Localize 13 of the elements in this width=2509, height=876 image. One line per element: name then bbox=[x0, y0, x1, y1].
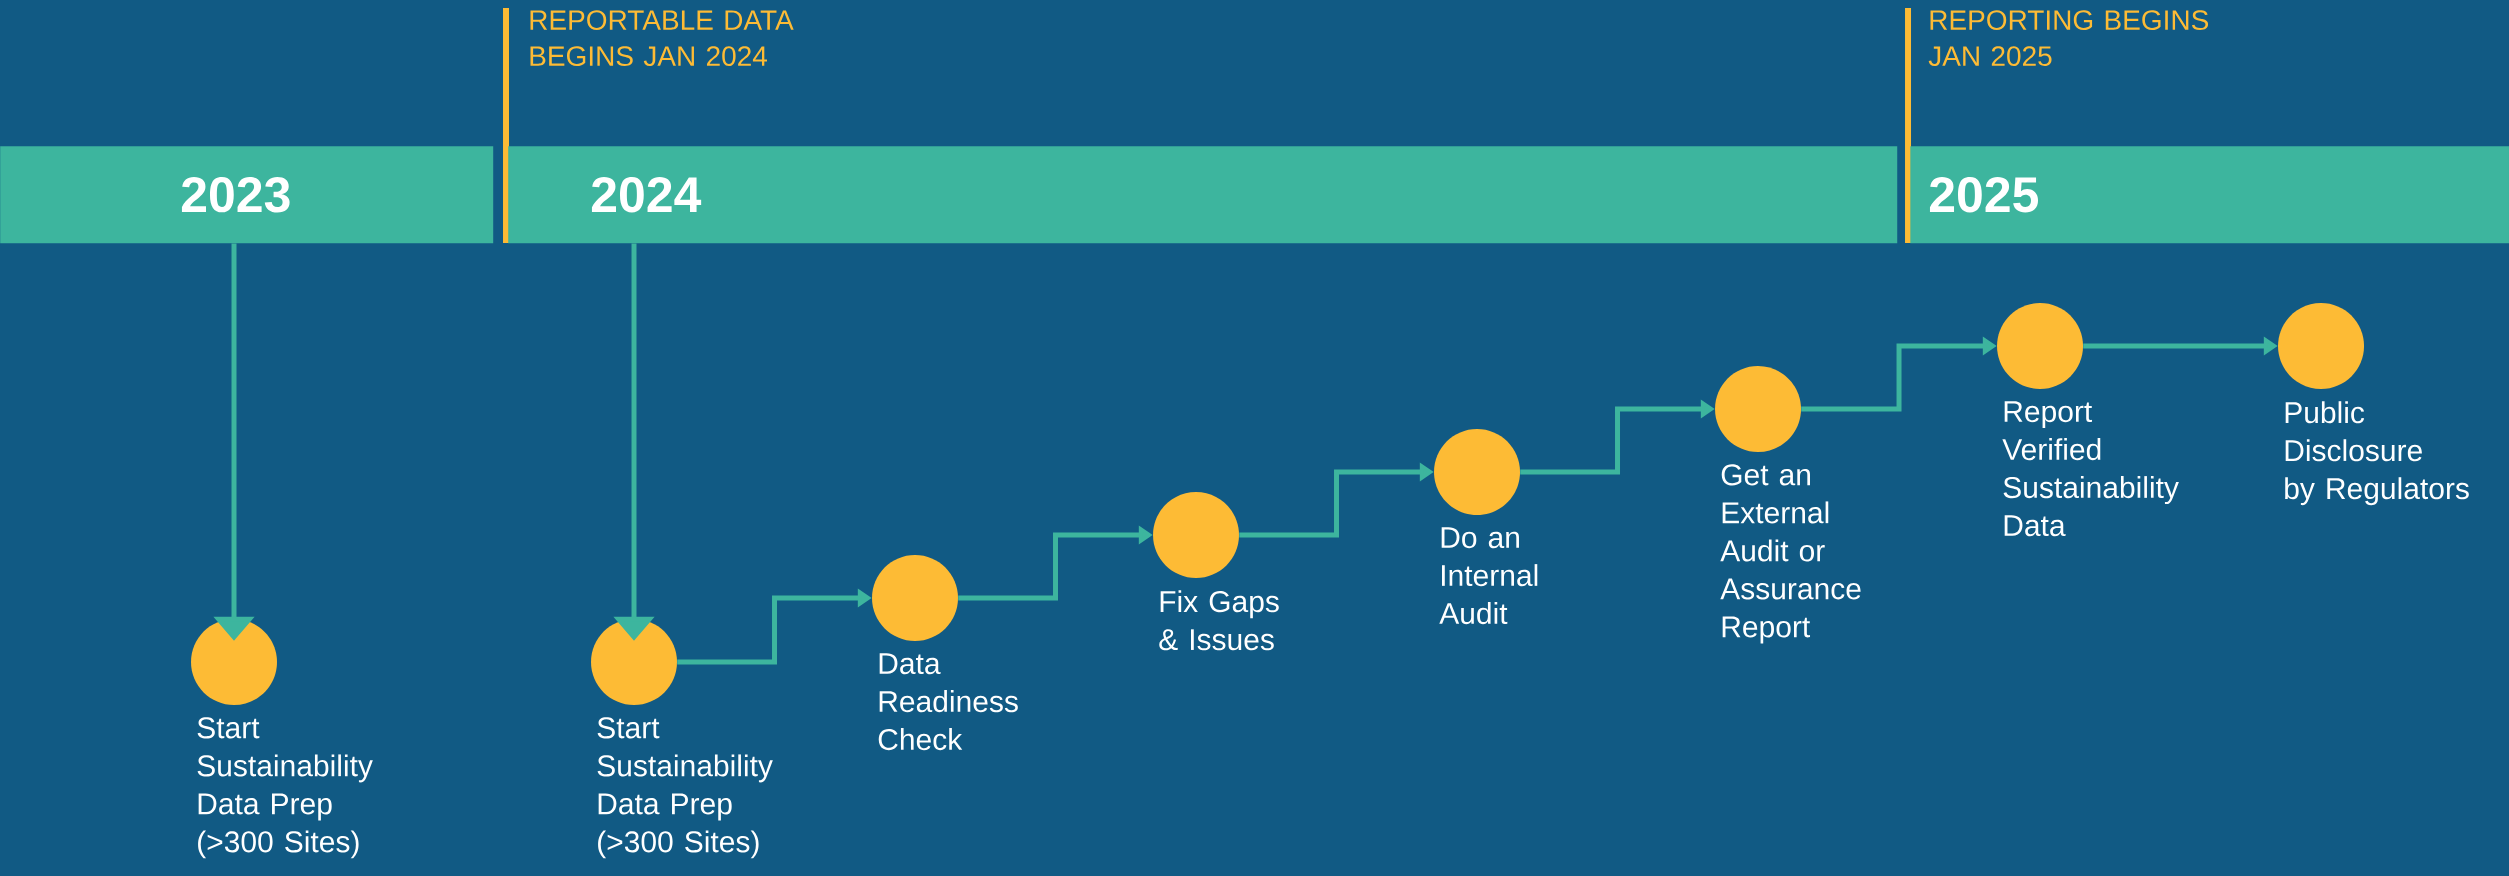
milestone-label: Do an Internal Audit bbox=[1439, 527, 1538, 625]
milestone-label: Fix Gaps & Issues bbox=[1159, 590, 1279, 651]
year-band: 2023 bbox=[0, 146, 494, 244]
milestone-label: Data Readiness Check bbox=[878, 653, 1018, 751]
year-band: 2024 bbox=[508, 146, 1898, 244]
milestone-note: REPORTABLE DATA BEGINS JAN 2024 bbox=[530, 10, 794, 66]
milestone-label: Start Sustainability Data Prep (>300 Sites) bbox=[597, 717, 773, 859]
milestone-note: REPORTING BEGINS JAN 2025 bbox=[1928, 10, 2209, 66]
milestone-label: Report Verified Sustainability Data bbox=[2002, 401, 2179, 537]
milestone-label: Start Sustainability Data Prep (>300 Sites) bbox=[197, 717, 373, 859]
year-band: 2025 bbox=[1910, 146, 2509, 244]
milestone-label: Get an External Audit or Assurance Report bbox=[1720, 464, 1861, 644]
milestone-label: Public Disclosure by Regulators bbox=[2285, 401, 2469, 506]
